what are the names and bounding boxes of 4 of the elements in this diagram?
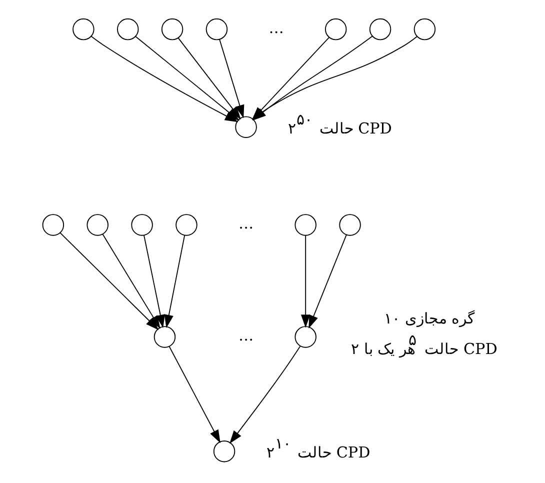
node-label: ۱۰ گره مجازی: [384, 310, 475, 328]
label: …: [238, 326, 254, 345]
label: …: [268, 18, 284, 37]
label: …: [238, 214, 254, 233]
